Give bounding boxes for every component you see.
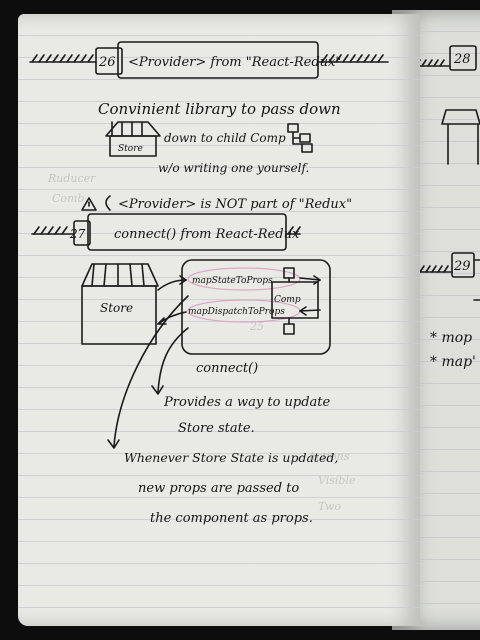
section-number-box [73,220,91,246]
warning-text: <Provider> is NOT part of "Redux" [118,197,352,212]
note-line: down to child Comp [164,131,286,145]
section-number: 26 [98,55,116,70]
section-number-box [451,252,475,278]
svg-text:25: 25 [249,320,264,333]
warning-icon [81,197,97,211]
section-number: 28 [453,52,471,67]
note-line: w/o writing one yourself. [158,161,309,175]
component-tree-icon [287,123,313,153]
highlight-oval [187,267,301,291]
title-box [87,213,287,251]
paren-mark [105,195,111,211]
annotation-arrows [107,295,189,449]
hatch-marks [33,226,68,235]
section-26-header: 26 <Provider> from "React-Redux" [29,41,389,79]
handwritten-notes: Ruducer Comb 25 Actions Visible Two 26 <… [29,41,389,526]
store-label: Store [118,144,143,154]
connect-label: connect() [196,361,258,376]
component-sketch: Comp [271,267,319,335]
section-number: 29 [453,259,471,274]
section-number: 27 [69,227,86,241]
store-sketch: Store [81,263,159,345]
section-number-box [95,47,123,75]
comp-label: Comp [274,295,301,305]
section-title: <Provider> from "React-Redux" [128,55,341,70]
note-line: the component as props. [150,511,313,526]
note-line: Whenever Store State is updated, [124,450,338,465]
svg-text:Two: Two [318,500,341,513]
ruled-lines [18,14,420,626]
section-27-header: 27 connect() from React-Redux [31,213,301,251]
svg-text:Actions: Actions [307,450,350,463]
hatch-marks [321,54,384,63]
left-notebook-page: Ruducer Comb 25 Actions Visible Two 26 <… [18,14,420,626]
map-dispatch-label: mapDispatchToProps [188,307,285,317]
note-line: Store state. [178,421,255,436]
store-sketch: Store [105,121,161,157]
map-state-label: mapStateToProps [192,276,273,286]
svg-text:Visible: Visible [318,474,356,487]
connect-wrapper-box [181,259,331,355]
bullet-note: * map' [430,354,476,370]
note-line: new props are passed to [138,481,299,496]
flow-arrows [157,275,321,325]
section-number-box [449,45,477,71]
section-title: connect() from React-Redux [114,227,300,242]
bleed-through-marks: Ruducer Comb 25 Actions Visible Two [47,172,356,513]
svg-text:Comb: Comb [52,192,85,205]
bullet-note: * mop [430,330,472,346]
title-box [117,41,319,79]
note-line: Provides a way to update [163,395,331,410]
store-sketch [441,109,480,165]
note-line: Convinient library to pass down [98,100,341,118]
svg-text:Ruducer: Ruducer [47,172,96,185]
hatch-marks [31,54,94,63]
store-label: Store [100,301,133,315]
